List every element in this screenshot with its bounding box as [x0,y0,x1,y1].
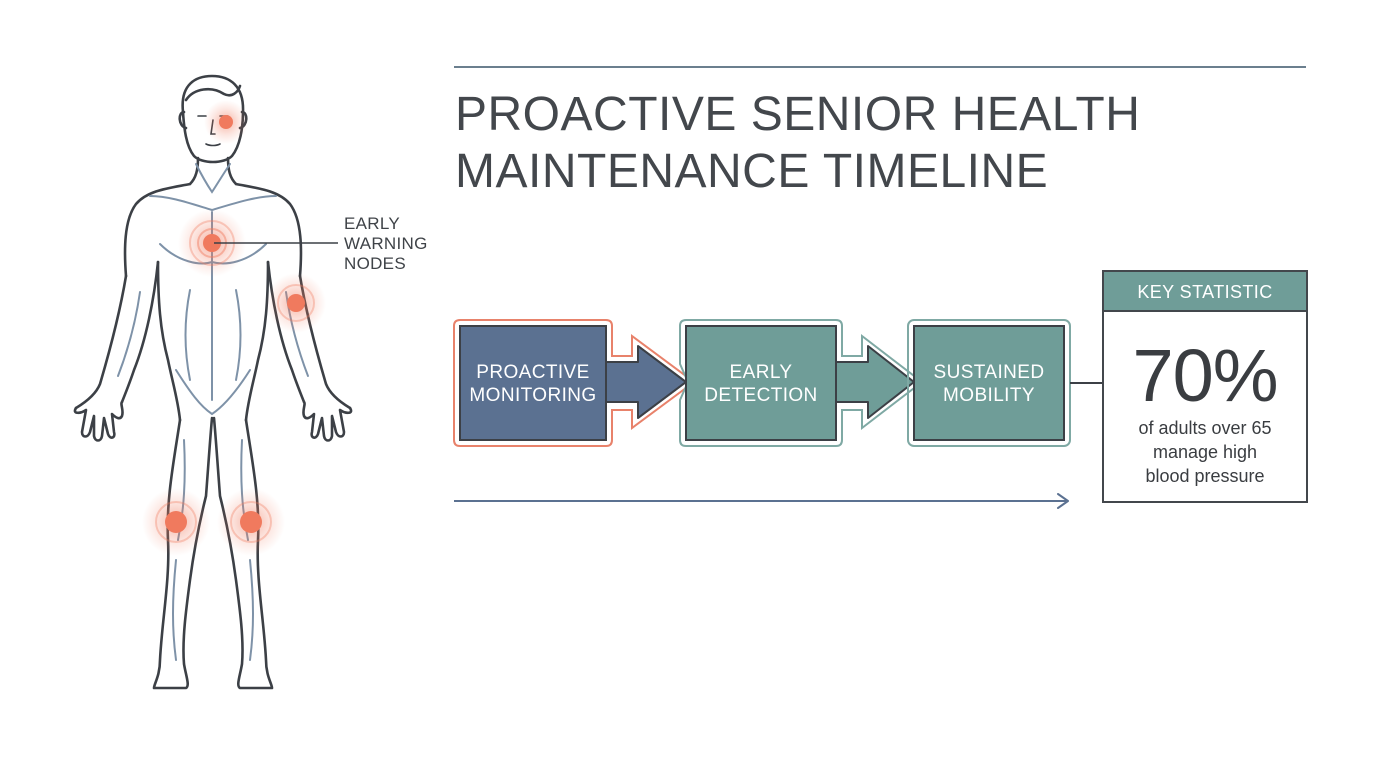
step-1-label-line-1: PROACTIVE [476,362,590,383]
step-3-box [913,325,1065,441]
callout-line-1: EARLY [344,214,400,233]
step-2-arrow [835,345,915,419]
step-2-label-line-2: DETECTION [704,385,818,406]
warning-node-left-knee [142,488,210,556]
top-divider [454,66,1306,68]
step-1-outline [453,319,696,447]
page-title: PROACTIVE SENIOR HEALTH MAINTENANCE TIME… [455,86,1140,200]
step-sustained-mobility: SUSTAINED MOBILITY [912,361,1066,407]
step-3-label-line-1: SUSTAINED [933,362,1045,383]
caption-line-3: blood pressure [1145,466,1265,486]
early-warning-callout: EARLY WARNING NODES [344,214,428,274]
warning-node-head [204,100,248,144]
warning-node-right-knee [217,488,285,556]
caption-line-1: of adults over 65 [1138,418,1272,438]
step-early-detection: EARLY DETECTION [684,361,838,407]
step-1-box [459,325,607,441]
step-3-label-line-2: MOBILITY [943,385,1035,406]
callout-line-2: WARNING [344,234,428,253]
key-statistic-header: KEY STATISTIC [1104,272,1306,312]
warning-node-chest [178,209,246,277]
step-2-outline [679,319,924,447]
key-statistic-caption: of adults over 65 manage high blood pres… [1104,416,1306,488]
key-statistic-value: 70% [1132,334,1278,417]
title-line-2: MAINTENANCE TIMELINE [455,145,1049,198]
step-proactive-monitoring: PROACTIVE MONITORING [456,361,610,407]
caption-line-2: manage high [1152,442,1258,462]
callout-line-3: NODES [344,254,406,273]
step-1-label-line-2: MONITORING [469,385,597,406]
key-statistic-card: KEY STATISTIC 70% of adults over 65 mana… [1102,270,1308,503]
warning-node-elbow [266,273,326,333]
human-body-illustration [73,74,353,690]
step-2-label-line-1: EARLY [729,362,793,383]
timeline-arrowhead [1057,493,1069,509]
step-2-box [685,325,837,441]
title-line-1: PROACTIVE SENIOR HEALTH [455,88,1141,141]
